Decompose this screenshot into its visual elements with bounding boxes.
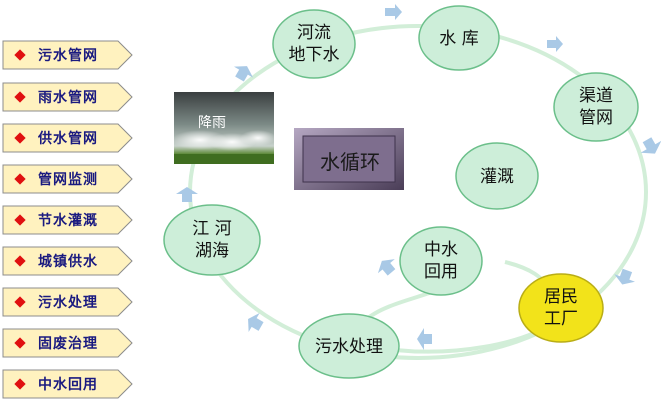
menu-item-label: 雨水管网 (38, 90, 98, 106)
node-jianghe (163, 204, 261, 276)
node-label-hedi: 河流 地下水 (274, 22, 354, 66)
node-text: 江 河 湖海 (192, 219, 232, 261)
node-text: 河流 地下水 (288, 23, 340, 65)
menu-item-guanwang-jiance[interactable]: 管网监测 (2, 164, 133, 194)
flow-arrow-icon (248, 312, 264, 333)
menu-tab-shape (2, 246, 133, 276)
node-qudao (553, 72, 639, 142)
node-label-jianghe: 江 河 湖海 (172, 218, 252, 262)
menu-item-yushui-guanwang[interactable]: 雨水管网 (2, 82, 133, 112)
menu-item-gufei-zhili[interactable]: 固废治理 (2, 328, 133, 358)
menu-item-wushui-guanwang[interactable]: 污水管网 (2, 40, 133, 70)
menu-tab-shape (2, 205, 133, 235)
menu-tab-shape (2, 123, 133, 153)
node-guangai (455, 142, 539, 210)
menu-item-chengzhen-gongshui[interactable]: 城镇供水 (2, 246, 133, 276)
menu-item-wushui-chuli[interactable]: 污水处理 (2, 287, 133, 317)
node-shuiku (418, 5, 500, 71)
rain-label: 降雨 (198, 115, 226, 131)
menu-item-gongshui-guanwang[interactable]: 供水管网 (2, 123, 133, 153)
node-text: 污水处理 (315, 337, 383, 357)
flow-arrow-icon (233, 66, 254, 82)
menu-item-label: 污水处理 (38, 295, 98, 311)
flow-arrow-icon (385, 4, 402, 20)
node-label-guangai: 灌溉 (457, 166, 537, 188)
menu-tab-shape (2, 82, 133, 112)
node-text: 水 库 (439, 29, 479, 49)
menu-item-jieshui-guangai[interactable]: 节水灌溉 (2, 205, 133, 235)
node-label-zhongshui: 中水 回用 (401, 239, 481, 283)
center-title: 水循环 (320, 150, 380, 174)
node-label-shuiku: 水 库 (419, 28, 499, 50)
menu-item-label: 城镇供水 (38, 254, 98, 270)
node-label-qudao: 渠道 管网 (556, 85, 636, 129)
center-title-box (294, 128, 404, 190)
flow-arrow-icon (614, 268, 635, 285)
flow-arrow-icon (417, 328, 432, 350)
flow-arrow-icon (640, 137, 661, 154)
menu-item-label: 中水回用 (38, 377, 98, 393)
node-text: 渠道 管网 (579, 86, 613, 128)
menu-tab-shape (2, 40, 133, 70)
node-text: 中水 回用 (424, 240, 458, 282)
node-label-jumin: 居民 工厂 (521, 286, 601, 330)
menu-tab-shape (2, 287, 133, 317)
rain-photo (172, 92, 276, 164)
node-wushui (298, 313, 400, 379)
menu-tab-shape (2, 369, 133, 399)
flow-arrow-icon (547, 36, 563, 52)
node-jumin (518, 273, 604, 343)
flow-arrow-icon (176, 187, 198, 202)
flow-arrows (176, 4, 661, 350)
menu-item-label: 管网监测 (38, 172, 98, 188)
menu-tab-shape (2, 164, 133, 194)
menu-item-label: 污水管网 (38, 48, 98, 64)
node-label-wushui: 污水处理 (299, 336, 399, 358)
menu-item-label: 固废治理 (38, 336, 98, 352)
menu-item-label: 供水管网 (38, 131, 98, 147)
node-hedi (272, 9, 356, 79)
node-zhongshui (399, 226, 483, 296)
menu-tab-shape (2, 328, 133, 358)
node-text: 居民 工厂 (544, 287, 578, 329)
menu-item-label: 节水灌溉 (38, 213, 98, 229)
node-text: 灌溉 (480, 167, 514, 187)
flow-arrow-icon (377, 259, 396, 276)
menu-item-zhongshui-huiyong[interactable]: 中水回用 (2, 369, 133, 399)
